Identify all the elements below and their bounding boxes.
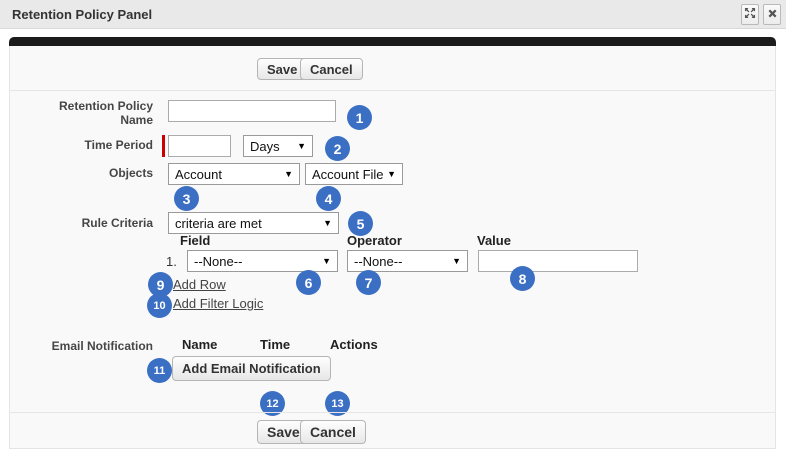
callout-badge-13: 13 [325,391,350,416]
rule-criteria-selected: criteria are met [175,215,262,231]
criteria-value-input[interactable] [478,250,638,272]
save-button-top[interactable]: Save [257,58,308,80]
object-file-selected: Account File [312,166,384,182]
criteria-column-operator: Operator [347,233,402,248]
close-icon [767,6,778,24]
criteria-column-field: Field [180,233,211,248]
callout-badge-6: 6 [296,270,321,295]
rule-criteria-select[interactable]: criteria are met ▼ [168,212,339,234]
objects-label: Objects [108,166,153,180]
criteria-field-select[interactable]: --None-- ▼ [187,250,338,272]
expand-button[interactable] [741,4,759,25]
dropdown-arrow-icon: ▼ [452,255,461,266]
separator-bottom [9,412,776,413]
callout-badge-4: 4 [316,186,341,211]
cancel-button-bottom[interactable]: Cancel [300,420,366,444]
retention-policy-name-label: Retention Policy Name [58,99,153,127]
criteria-field-selected: --None-- [194,253,243,269]
rule-criteria-label: Rule Criteria [81,216,153,230]
criteria-operator-selected: --None-- [354,253,403,269]
callout-badge-1: 1 [347,105,372,130]
separator-top [9,90,776,91]
email-column-actions: Actions [330,337,378,352]
add-filter-logic-link[interactable]: Add Filter Logic [173,296,264,311]
dropdown-arrow-icon: ▼ [387,168,396,179]
dialog-title: Retention Policy Panel [12,7,153,22]
panel-body [9,46,776,449]
criteria-row-index: 1. [166,254,177,269]
time-period-label: Time Period [84,138,153,152]
required-indicator [162,135,165,157]
dropdown-arrow-icon: ▼ [323,217,332,228]
email-column-name: Name [182,337,218,352]
cancel-button-top[interactable]: Cancel [300,58,363,80]
add-email-notification-button[interactable]: Add Email Notification [172,356,331,381]
object-select[interactable]: Account ▼ [168,163,300,185]
callout-badge-7: 7 [356,270,381,295]
object-file-select[interactable]: Account File ▼ [305,163,403,185]
dialog-titlebar [0,0,786,29]
callout-badge-8: 8 [510,266,535,291]
retention-policy-name-input[interactable] [168,100,336,122]
callout-badge-3: 3 [174,186,199,211]
dropdown-arrow-icon: ▼ [284,168,293,179]
dropdown-arrow-icon: ▼ [322,255,331,266]
callout-badge-10: 10 [147,293,172,318]
time-period-input[interactable] [168,135,231,157]
time-unit-selected: Days [250,138,280,154]
dropdown-arrow-icon: ▼ [297,140,306,151]
close-button[interactable] [763,4,781,25]
criteria-column-value: Value [477,233,511,248]
panel-header-bar [9,37,776,46]
add-row-link[interactable]: Add Row [173,277,226,292]
callout-badge-9: 9 [148,272,173,297]
email-column-time: Time [260,337,291,352]
callout-badge-2: 2 [325,136,350,161]
callout-badge-11: 11 [147,358,172,383]
criteria-operator-select[interactable]: --None-- ▼ [347,250,468,272]
expand-icon [744,6,756,24]
email-notification-label: Email Notification [51,339,153,353]
callout-badge-5: 5 [348,211,373,236]
object-selected: Account [175,166,222,182]
time-unit-select[interactable]: Days ▼ [243,135,313,157]
callout-badge-12: 12 [260,391,285,416]
